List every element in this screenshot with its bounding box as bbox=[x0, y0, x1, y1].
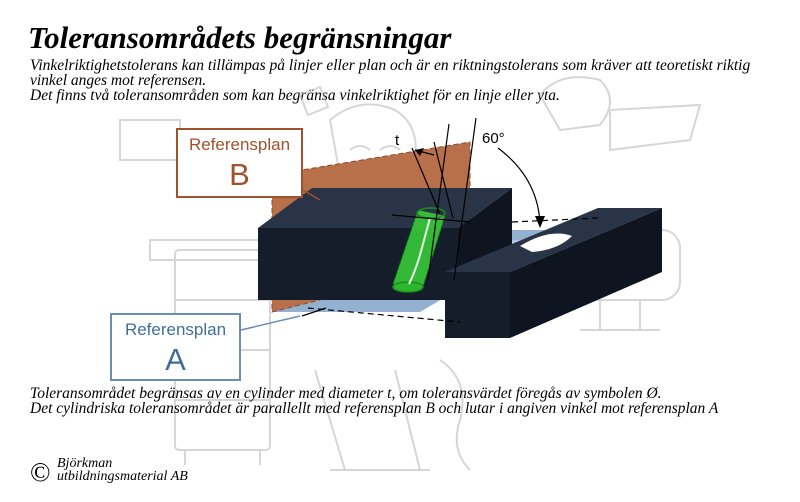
bottom-paragraph-2: Det cylindriska toleransområdet är paral… bbox=[30, 400, 719, 417]
bottom-text: Toleransområdet begränsas av en cylinder… bbox=[30, 385, 790, 417]
angle-60-label: 60° bbox=[482, 130, 505, 147]
t-arrowhead bbox=[415, 148, 424, 156]
leader-line-a bbox=[240, 315, 301, 331]
page-title: Toleransområdets begränsningar bbox=[28, 20, 452, 55]
copyright-line-1: Björkman bbox=[57, 456, 113, 471]
right-block-notch bbox=[520, 233, 572, 252]
dimension-lines bbox=[301, 117, 599, 323]
callout-a-label: Referensplan bbox=[124, 320, 227, 339]
tolerance-t-label: t bbox=[395, 132, 400, 149]
right-block-side bbox=[510, 208, 662, 338]
angle-arrowhead bbox=[535, 216, 545, 228]
callout-reference-plane-b: Referensplan B bbox=[176, 128, 303, 198]
callout-reference-plane-a: Referensplan A bbox=[110, 313, 241, 381]
copyright-icon: © bbox=[30, 457, 51, 487]
leader-line-b bbox=[302, 189, 321, 201]
callout-b-label: Referensplan bbox=[188, 135, 291, 154]
intro-paragraph-2: Det finns två toleransområden som kan be… bbox=[30, 87, 560, 104]
intro-paragraph-1: Vinkelriktighetstolerans kan tillämpas p… bbox=[30, 57, 751, 89]
tolerance-cylinder bbox=[392, 207, 446, 293]
right-block-front bbox=[445, 272, 510, 338]
callout-a-letter: A bbox=[165, 342, 186, 377]
intro-text: Vinkelriktighetstolerans kan tillämpas p… bbox=[30, 57, 790, 104]
bottom-paragraph-1: Toleransområdet begränsas av en cylinder… bbox=[30, 385, 662, 402]
copyright-line-2: utbildningsmaterial AB bbox=[57, 469, 188, 484]
callout-b-letter: B bbox=[229, 157, 250, 192]
